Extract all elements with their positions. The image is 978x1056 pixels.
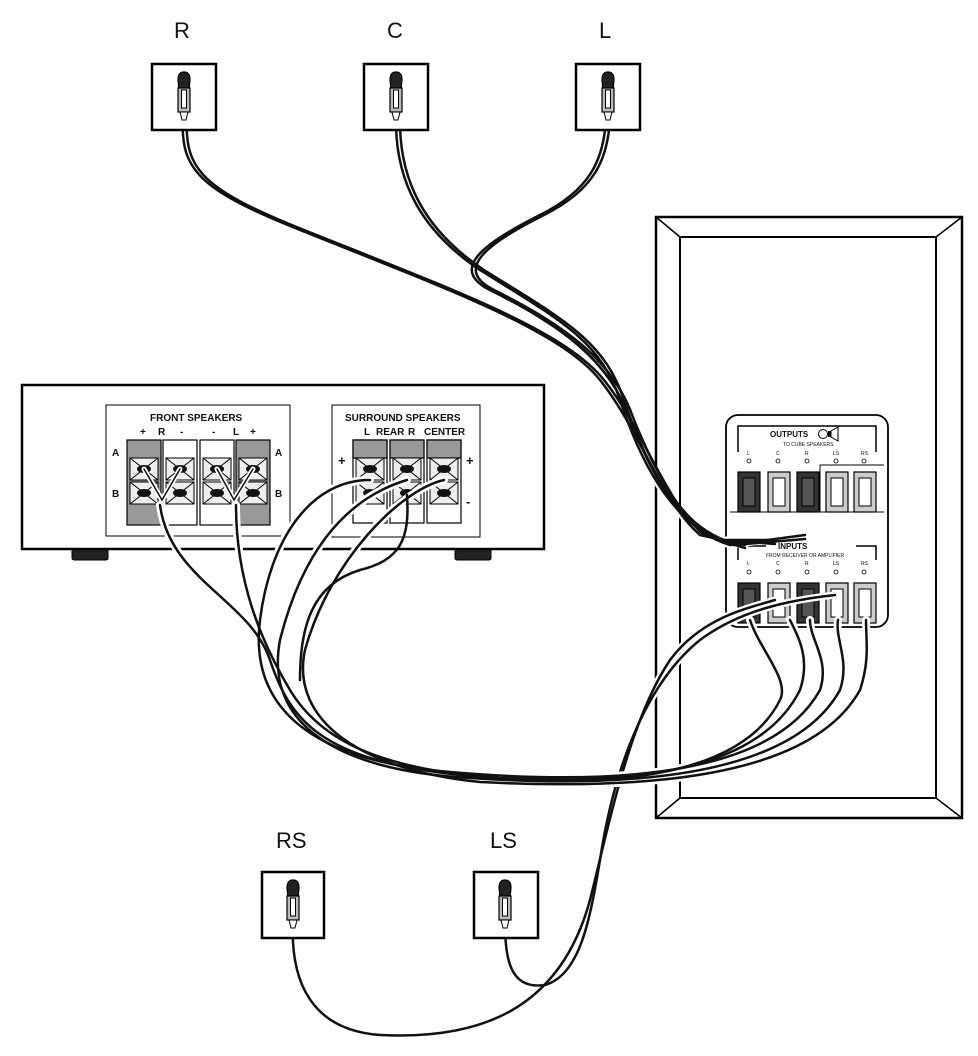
speaker-label-c: C (387, 18, 403, 43)
svg-text:L: L (747, 561, 750, 567)
svg-text:+: + (466, 453, 474, 468)
svg-text:-: - (180, 427, 183, 438)
svg-text:C: C (776, 561, 780, 567)
svg-text:R: R (408, 427, 416, 438)
subwoofer-connection-panel: OUTPUTS TO CUBE SPEAKERS L C R LS RS INP… (725, 414, 889, 628)
speaker-symbol-icon (818, 426, 839, 442)
speaker-label-rs: RS (276, 828, 307, 853)
output-labels: L C R LS RS (746, 451, 869, 464)
svg-text:R: R (805, 451, 809, 457)
speaker-cables (156, 114, 871, 1040)
front-panel-title: FRONT SPEAKERS (150, 413, 243, 424)
svg-text:C: C (776, 451, 780, 457)
svg-text:CENTER: CENTER (424, 427, 466, 438)
svg-text:B: B (112, 489, 119, 500)
svg-text:RS: RS (861, 451, 869, 457)
svg-text:-: - (212, 427, 215, 438)
speaker-front-left[interactable]: L (574, 18, 642, 132)
svg-text:LS: LS (833, 451, 840, 457)
speaker-label-l: L (599, 18, 611, 43)
svg-text:L: L (233, 427, 239, 438)
speaker-label-r: R (174, 18, 190, 43)
svg-text:A: A (275, 448, 282, 459)
surround-panel-title: SURROUND SPEAKERS (345, 413, 461, 424)
svg-text:A: A (112, 448, 119, 459)
svg-text:-: - (466, 494, 470, 509)
svg-text:+: + (338, 453, 346, 468)
svg-text:RS: RS (861, 561, 869, 567)
input-labels: L C R LS RS (746, 561, 869, 575)
outputs-subtitle: TO CUBE SPEAKERS (783, 442, 834, 448)
speaker-center[interactable]: C (362, 18, 430, 132)
svg-text:L: L (364, 427, 370, 438)
svg-text:+: + (250, 427, 256, 438)
svg-text:R: R (805, 561, 809, 567)
svg-text:L: L (747, 451, 750, 457)
svg-text:B: B (275, 489, 282, 500)
svg-text:+: + (140, 427, 146, 438)
front-speakers-panel: FRONT SPEAKERS + R - - L + A B A B (105, 404, 291, 537)
inputs-subtitle: FROM RECEIVER OR AMPLIFIER (766, 553, 844, 559)
outputs-title: OUTPUTS (770, 430, 809, 439)
inputs-title: INPUTS (778, 542, 808, 551)
speaker-label-ls: LS (490, 828, 517, 853)
speaker-rear-left[interactable]: LS (472, 828, 540, 940)
svg-text:R: R (158, 427, 166, 438)
output-terminals[interactable] (737, 471, 877, 513)
speaker-rear-right[interactable]: RS (260, 828, 326, 940)
svg-text:REAR: REAR (376, 427, 405, 438)
svg-text:LS: LS (833, 561, 840, 567)
speaker-front-right[interactable]: R (150, 18, 218, 132)
